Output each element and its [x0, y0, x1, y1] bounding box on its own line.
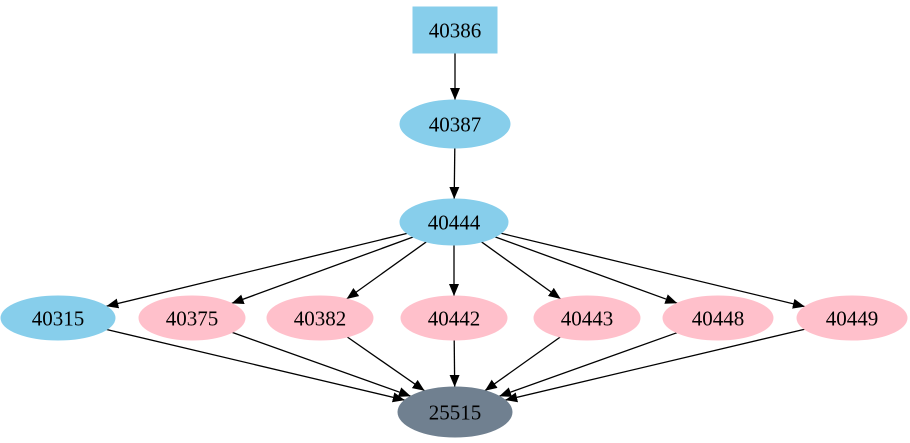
edge-40444-40443 [481, 241, 561, 300]
node-shape-ellipse [399, 99, 511, 149]
edge-40375-25515 [231, 331, 412, 397]
nodes-layer: 40386 40387 40444 40315 40375 40382 40442 40443… [0, 6, 908, 438]
edge-40444-40382 [346, 241, 427, 300]
edge-40444-40448 [494, 236, 678, 304]
node-40442: 40442 [400, 295, 508, 341]
node-label: 25515 [429, 400, 482, 424]
node-shape-ellipse [662, 295, 774, 341]
node-40375: 40375 [138, 295, 246, 341]
node-label: 40315 [32, 306, 85, 330]
node-label: 40387 [429, 112, 482, 136]
node-shape-ellipse [400, 295, 508, 341]
node-40448: 40448 [662, 295, 774, 341]
node-shape-ellipse [138, 295, 246, 341]
node-40449: 40449 [796, 295, 908, 341]
node-shape-ellipse [397, 386, 513, 438]
edge-40444-40375 [231, 236, 414, 305]
edges-layer [106, 53, 806, 403]
node-shape-ellipse [399, 198, 509, 246]
node-40382: 40382 [266, 295, 374, 341]
node-label: 40442 [428, 306, 481, 330]
edge-40449-25515 [505, 328, 805, 403]
node-shape-ellipse [533, 295, 641, 341]
node-label: 40444 [428, 210, 481, 234]
node-label: 40382 [294, 306, 347, 330]
node-40387: 40387 [399, 99, 511, 149]
edge-40387-40444 [449, 147, 460, 200]
node-label: 40448 [692, 306, 745, 330]
node-label: 40375 [166, 306, 219, 330]
node-40444: 40444 [399, 198, 509, 246]
edge-40315-25515 [106, 328, 405, 403]
node-40315: 40315 [0, 295, 116, 341]
node-shape-ellipse [0, 295, 116, 341]
node-shape-ellipse [796, 295, 908, 341]
edge-40443-25515 [484, 336, 561, 392]
node-label: 40386 [429, 18, 482, 42]
node-40443: 40443 [533, 295, 641, 341]
edge-40448-25515 [498, 332, 678, 397]
edge-40442-25515 [449, 339, 460, 388]
edge-40382-25515 [346, 336, 425, 392]
node-shape-rect [412, 6, 498, 54]
node-40386: 40386 [412, 6, 498, 54]
node-label: 40449 [826, 306, 879, 330]
edge-40444-40449 [500, 232, 806, 309]
node-label: 40443 [561, 306, 614, 330]
node-25515: 25515 [397, 386, 513, 438]
node-shape-ellipse [266, 295, 374, 341]
edge-40444-40315 [106, 232, 408, 309]
